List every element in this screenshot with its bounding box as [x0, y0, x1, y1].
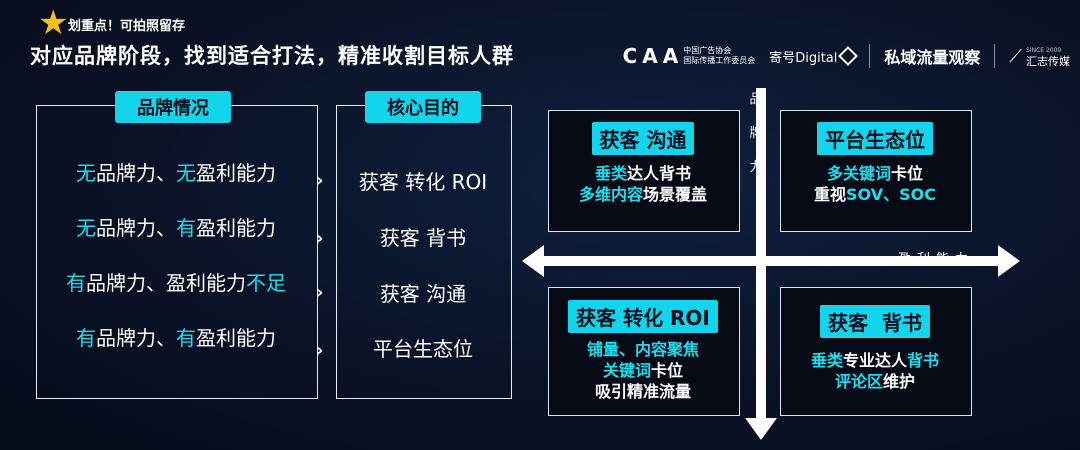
- highlight-badge: 划重点！可拍照留存: [68, 19, 186, 34]
- vertical-axis-label: 牌: [749, 126, 763, 141]
- highlight-text: 垂类: [810, 351, 843, 370]
- core-purpose-row: 平台生态位: [373, 337, 473, 361]
- highlight-text: SOV、SOC: [846, 185, 936, 204]
- plain-text: 品牌力、: [96, 326, 176, 350]
- private-traffic-logo: 私域流量观察: [884, 48, 981, 67]
- arrow-right-icon: [998, 245, 1020, 277]
- quadrant-line: 垂类专业达人背书: [780, 350, 970, 371]
- highlight-text: 不足: [246, 271, 286, 295]
- plain-text: 卡位: [651, 361, 684, 380]
- brand-status-tag: 品牌情况: [115, 91, 231, 123]
- caa-line1: 中国广告协会: [683, 46, 732, 55]
- highlight-text: 垂类: [594, 164, 627, 183]
- diamond-icon: [838, 46, 859, 66]
- quadrant-line: 评论区维护: [780, 371, 970, 392]
- logo-divider: [869, 44, 871, 68]
- plain-text: 品牌力、盈利能力: [86, 271, 246, 295]
- quadrant-top-right-content: 平台生态位 多关键词卡位重视SOV、SOC: [780, 122, 970, 205]
- plain-text: 专业达人: [842, 351, 907, 370]
- highlight-text: 有: [176, 216, 196, 240]
- quadrant-line: 多维内容场景覆盖: [548, 184, 738, 205]
- plain-text: 重视: [814, 185, 847, 204]
- caa-logo: C A A 中国广告协会 国际传播工作委员会: [623, 44, 756, 68]
- brand-status-row: 有品牌力、盈利能力不足: [36, 267, 316, 296]
- plain-text: 卡位: [891, 164, 924, 183]
- core-purpose-tag: 核心目的: [365, 91, 481, 123]
- quadrant-tag: 平台生态位: [817, 122, 933, 155]
- logo-divider: [994, 44, 996, 68]
- brand-status-row: 无品牌力、有盈利能力: [36, 212, 316, 241]
- horizontal-axis-label: 盈利能力: [898, 252, 975, 267]
- highlight-text: 无: [76, 216, 96, 240]
- quadrant-line: 吸引精准流量: [548, 381, 738, 402]
- wing-icon: ⟋: [1009, 45, 1022, 67]
- logo-bar: C A A 中国广告协会 国际传播工作委员会 寄号Digital 私域流量观察 …: [623, 40, 1070, 72]
- highlight-text: 有: [176, 326, 196, 350]
- highlight-text: 有: [66, 271, 86, 295]
- chevron-right-icon: ›: [316, 170, 324, 191]
- quadrant-bottom-left-content: 获客 转化 ROI 铺量、内容聚焦关键词卡位吸引精准流量: [548, 300, 738, 402]
- brand-status-row: 有品牌力、有盈利能力: [36, 322, 316, 351]
- plain-text: 盈利能力: [196, 326, 276, 350]
- quadrant-lines: 铺量、内容聚焦关键词卡位吸引精准流量: [548, 339, 738, 402]
- plain-text: 吸引精准流量: [594, 382, 691, 401]
- highlight-text: 无: [176, 161, 196, 185]
- highlight-text: 评论区: [834, 372, 883, 391]
- huizhi-text: SINCE 2009 汇志传媒: [1026, 45, 1070, 67]
- plain-text: 盈利能力: [196, 216, 276, 240]
- page-title: 对应品牌阶段，找到适合打法，精准收割目标人群: [30, 44, 514, 68]
- vertical-axis-label: 品: [749, 92, 763, 107]
- vertical-axis-label: 力: [749, 160, 763, 175]
- quadrant-line: 垂类达人背书: [548, 163, 738, 184]
- caa-line2: 国际传播工作委员会: [683, 56, 756, 65]
- highlight-text: 铺量、内容聚焦: [586, 340, 699, 359]
- quadrant-top-left: [548, 110, 740, 232]
- quadrant-line: 重视SOV、SOC: [780, 184, 970, 205]
- quadrant-bottom-right-content: 获客 背书 垂类专业达人背书评论区维护: [780, 305, 970, 392]
- quadrant-lines: 垂类达人背书多维内容场景覆盖: [548, 163, 738, 205]
- quadrant-tag: 获客 背书: [820, 305, 930, 338]
- chevron-right-icon: ›: [316, 340, 324, 361]
- arrow-left-icon: [522, 245, 544, 277]
- highlight-text: 关键词: [602, 361, 651, 380]
- brand-status-panel: [36, 105, 318, 399]
- core-purpose-row: 获客 背书: [379, 226, 467, 250]
- quadrant-tag: 获客 转化 ROI: [568, 300, 718, 333]
- star-icon: ★: [38, 3, 69, 43]
- core-purpose-row: 获客 沟通: [379, 282, 467, 306]
- arrow-down-icon: [745, 418, 777, 440]
- brand-status-row: 无品牌力、无盈利能力: [36, 157, 316, 186]
- quadrant-top-left-content: 获客 沟通 垂类达人背书多维内容场景覆盖: [548, 122, 738, 205]
- highlight-text: 有: [76, 326, 96, 350]
- chevron-right-icon: ›: [316, 228, 324, 249]
- quadrant-lines: 垂类专业达人背书评论区维护: [780, 350, 970, 392]
- core-purpose-row: 获客 转化 ROI: [358, 170, 488, 194]
- highlight-text: 多维内容: [578, 185, 643, 204]
- highlight-text: 背书: [907, 351, 940, 370]
- plain-text: 场景覆盖: [643, 185, 708, 204]
- huizhi-logo: ⟋ SINCE 2009 汇志传媒: [1009, 45, 1070, 68]
- plain-text: 维护: [883, 372, 916, 391]
- quadrant-lines: 多关键词卡位重视SOV、SOC: [780, 163, 970, 205]
- quadrant-line: 关键词卡位: [548, 360, 738, 381]
- digital-text: 寄号Digital: [769, 50, 838, 66]
- huizhi-name: 汇志传媒: [1026, 55, 1070, 68]
- quadrant-line: 铺量、内容聚焦: [548, 339, 738, 360]
- caa-mark: C A A: [622, 44, 679, 68]
- plain-text: 品牌力、: [96, 216, 176, 240]
- highlight-text: 多关键词: [826, 164, 891, 183]
- caa-text: 中国广告协会 国际传播工作委员会: [683, 46, 755, 66]
- highlight-text: 无: [76, 161, 96, 185]
- plain-text: 品牌力、: [96, 161, 176, 185]
- digital-logo: 寄号Digital: [769, 46, 859, 66]
- plain-text: 盈利能力: [196, 161, 276, 185]
- quadrant-tag: 获客 沟通: [591, 122, 695, 155]
- plain-text: 达人背书: [627, 164, 692, 183]
- horizontal-axis: [540, 256, 1000, 266]
- chevron-right-icon: ›: [316, 282, 324, 303]
- quadrant-line: 多关键词卡位: [780, 163, 970, 184]
- huizhi-since: SINCE 2009: [1026, 47, 1062, 54]
